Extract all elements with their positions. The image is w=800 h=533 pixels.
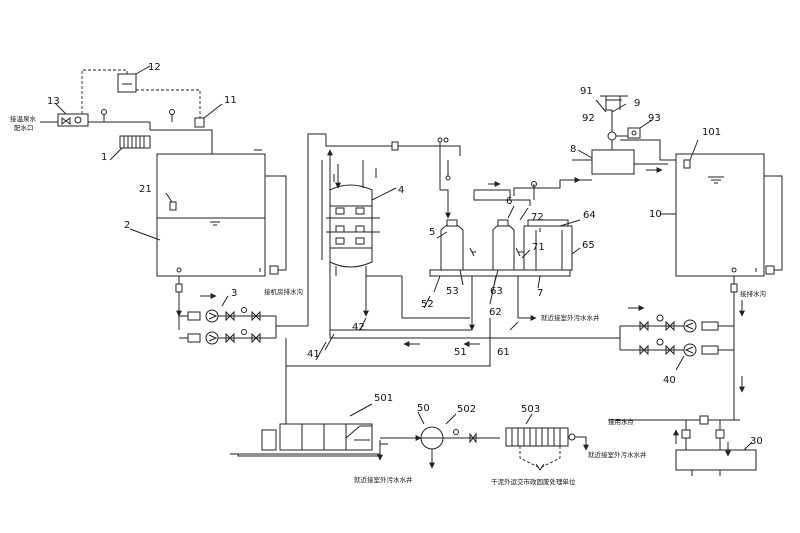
- note-sludge: 干泥外运交市政固废处理单位: [491, 477, 576, 486]
- note-water-point: 接用水点: [608, 417, 635, 426]
- label-72: 72: [531, 212, 544, 223]
- label-503: 503: [521, 404, 540, 415]
- label-101: 101: [702, 127, 721, 138]
- tank-10: [660, 139, 783, 420]
- label-30: 30: [750, 436, 763, 447]
- pump-group-40: [604, 305, 734, 371]
- label-62: 62: [489, 307, 502, 318]
- label-4: 4: [398, 185, 404, 196]
- tank-2: [156, 153, 266, 277]
- note-drain-right: 接排水沟: [740, 289, 766, 298]
- label-9: 9: [634, 98, 640, 109]
- label-13: 13: [47, 96, 60, 107]
- label-501: 501: [374, 393, 393, 404]
- notes: 接温泉水 配水口 接机房排水沟 接排水沟 就近接室外污水水井 就近接室外污水水井…: [10, 114, 766, 486]
- inlet-section: [40, 65, 287, 330]
- note-sewer-mid: 就近接室外污水水井: [541, 313, 600, 322]
- note-sewer-bottom: 就近接室外污水水井: [354, 475, 413, 484]
- filter-4: [321, 134, 441, 351]
- storage-tank-10: [675, 153, 765, 277]
- tank-8-dosing: [572, 95, 676, 175]
- label-91: 91: [580, 86, 593, 97]
- sensor-101: [683, 159, 691, 169]
- filter-press-503: [505, 427, 569, 447]
- label-93: 93: [648, 113, 661, 124]
- label-1: 1: [101, 152, 107, 163]
- label-61: 61: [497, 347, 510, 358]
- label-10: 10: [649, 209, 662, 220]
- label-40: 40: [663, 375, 676, 386]
- tank-30: [608, 376, 757, 476]
- pump-group-3: [179, 133, 326, 345]
- valve-11: [194, 117, 205, 128]
- label-65: 65: [582, 240, 595, 251]
- valve-group-13: [57, 113, 89, 127]
- sensor-21: [169, 201, 177, 211]
- label-63: 63: [490, 286, 503, 297]
- softener-vessel-5: [440, 223, 464, 271]
- label-21: 21: [139, 184, 152, 195]
- label-53: 53: [446, 286, 459, 297]
- label-2: 2: [124, 220, 130, 231]
- note-sewer-right: 就近接室外污水水井: [588, 450, 647, 459]
- label-502: 502: [457, 404, 476, 415]
- label-51: 51: [454, 347, 467, 358]
- label-12: 12: [148, 62, 161, 73]
- label-7: 7: [537, 288, 543, 299]
- note-drain-machine: 接机房排水沟: [264, 287, 303, 296]
- label-41: 41: [307, 349, 320, 360]
- softener-section: [330, 137, 592, 331]
- note-inlet-a: 接温泉水: [10, 114, 37, 123]
- label-92: 92: [582, 113, 595, 124]
- label-50: 50: [417, 403, 430, 414]
- tank-8: [591, 149, 635, 175]
- control-box-12: [117, 73, 137, 93]
- label-42: 42: [352, 322, 365, 333]
- label-8: 8: [570, 144, 576, 155]
- label-5: 5: [429, 227, 435, 238]
- note-inlet-b: 配水口: [14, 123, 34, 132]
- settling-tank-501: [279, 423, 373, 451]
- label-71: 71: [532, 242, 545, 253]
- pump-92: [607, 131, 617, 141]
- label-52: 52: [421, 299, 434, 310]
- return-lines: [315, 149, 604, 361]
- label-11: 11: [224, 95, 237, 106]
- callout-labels: 12 13 11 1 21 2 3 4 5 6 72 64 71 65 53 6…: [47, 62, 763, 447]
- user-tank-30: [675, 449, 757, 471]
- bottom-treatment: [230, 318, 589, 471]
- softener-vessel-6: [492, 223, 515, 271]
- brine-tank-7: [523, 225, 573, 271]
- label-3: 3: [231, 288, 237, 299]
- label-64: 64: [583, 210, 596, 221]
- label-6: 6: [506, 196, 512, 207]
